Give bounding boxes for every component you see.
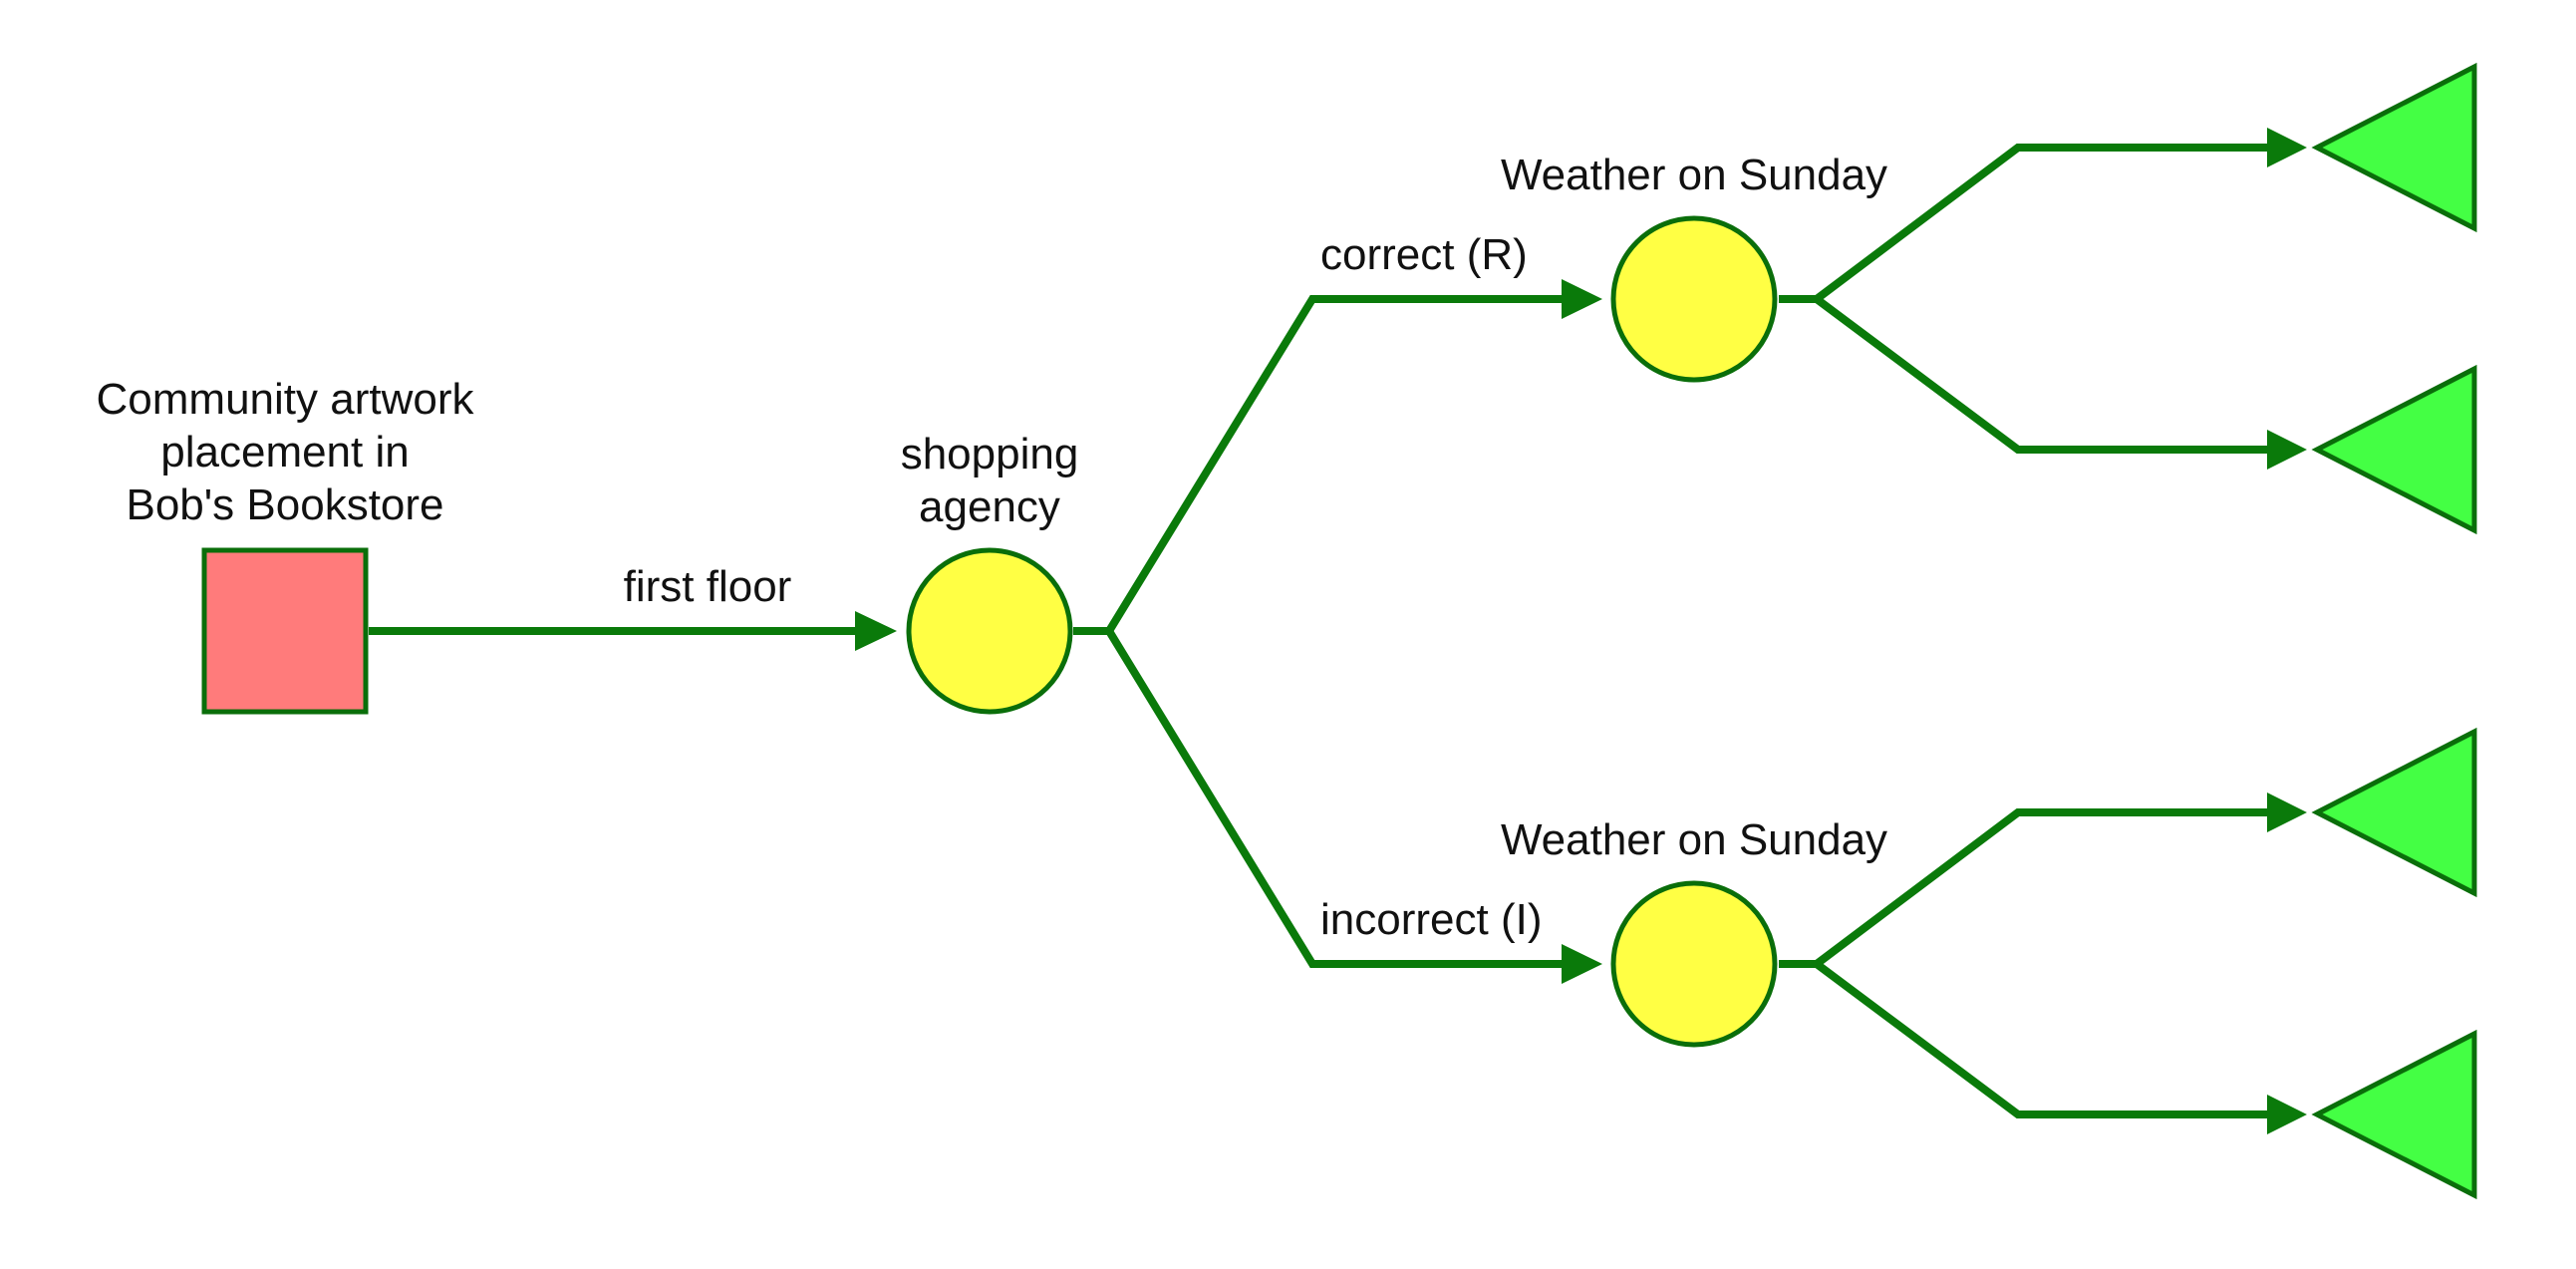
terminal-node-3[interactable]	[2311, 727, 2477, 898]
branch-label-first-floor: first floor	[624, 562, 792, 611]
weather-bottom-label: Weather on Sunday	[1501, 815, 1887, 864]
chance-node-shopping-agency[interactable]	[906, 547, 1073, 715]
edge-weather-top-leaf-2	[1814, 295, 2272, 454]
arrowhead-leaf-2	[2267, 430, 2307, 470]
root-label-line-2: placement in	[160, 428, 409, 476]
chance-node-weather-bottom[interactable]	[1610, 880, 1778, 1048]
arrowhead-shopping-agency	[855, 611, 897, 651]
arrowhead-leaf-1	[2267, 128, 2307, 167]
arrowhead-leaf-3	[2267, 793, 2307, 832]
chance-main-label-line-1: shopping	[901, 430, 1079, 478]
edge-weather-bottom-leaf-4	[1814, 960, 2272, 1118]
edge-branch-incorrect	[1105, 628, 1565, 968]
weather-top-label: Weather on Sunday	[1501, 151, 1887, 199]
arrowhead-weather-bottom	[1562, 944, 1602, 984]
edge-weather-bottom-leaf-3	[1814, 808, 2272, 968]
chance-main-label-line-2: agency	[919, 482, 1060, 531]
decision-node-square[interactable]	[201, 547, 369, 715]
chance-node-weather-top[interactable]	[1610, 215, 1778, 383]
terminal-node-1[interactable]	[2311, 62, 2477, 233]
root-label-line-3: Bob's Bookstore	[126, 480, 443, 529]
branch-label-incorrect: incorrect (I)	[1320, 895, 1542, 944]
edge-weather-top-leaf-1	[1814, 144, 2272, 303]
terminal-node-2[interactable]	[2311, 364, 2477, 535]
root-label-line-1: Community artwork	[97, 375, 475, 424]
terminal-node-4[interactable]	[2311, 1029, 2477, 1200]
arrowhead-weather-top	[1562, 279, 1602, 319]
edge-branch-correct	[1105, 295, 1565, 634]
arrowhead-leaf-4	[2267, 1095, 2307, 1134]
branch-label-correct: correct (R)	[1320, 230, 1528, 279]
